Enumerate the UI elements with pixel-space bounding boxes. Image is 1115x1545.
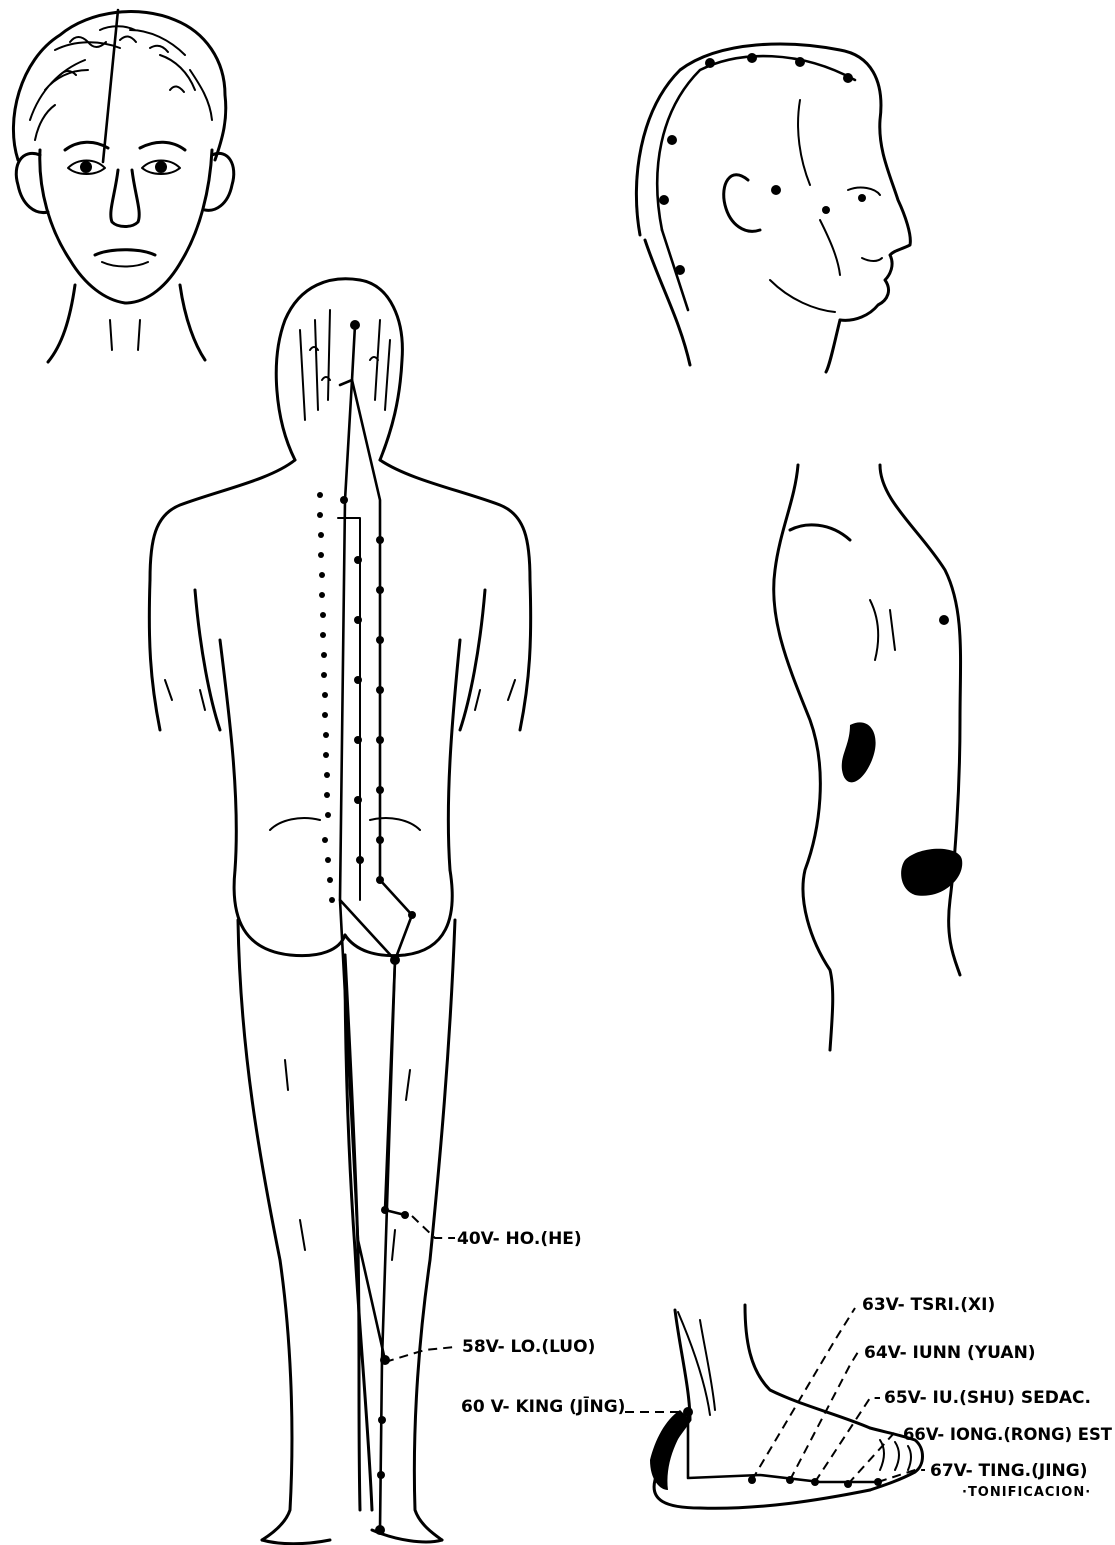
point-labels: 40V- HO.(HE) 58V- LO.(LUO) 60 V- KING (J… <box>457 1229 1112 1500</box>
label-60v: 60 V- KING (JĪNG) <box>461 1395 625 1417</box>
label-65v: 65V- IU.(SHU) SEDAC. <box>884 1388 1091 1408</box>
vertebrae-dots <box>317 492 335 903</box>
label-40v: 40V- HO.(HE) <box>457 1229 582 1249</box>
label-66v: 66V- IONG.(RONG) EST <box>903 1425 1112 1445</box>
foot-illustration <box>650 1305 923 1508</box>
front-face-illustration <box>13 10 233 362</box>
side-torso-illustration <box>774 465 963 1050</box>
label-63v: 63V- TSRI.(XI) <box>862 1295 995 1315</box>
tonification-note: ·TONIFICACION· <box>962 1485 1091 1500</box>
label-58v: 58V- LO.(LUO) <box>462 1337 595 1357</box>
meridian-points <box>340 320 416 1535</box>
side-head-illustration <box>636 44 910 372</box>
label-67v: 67V- TING.(JING) <box>930 1461 1087 1481</box>
label-64v: 64V- IUNN (YUAN) <box>864 1343 1036 1363</box>
